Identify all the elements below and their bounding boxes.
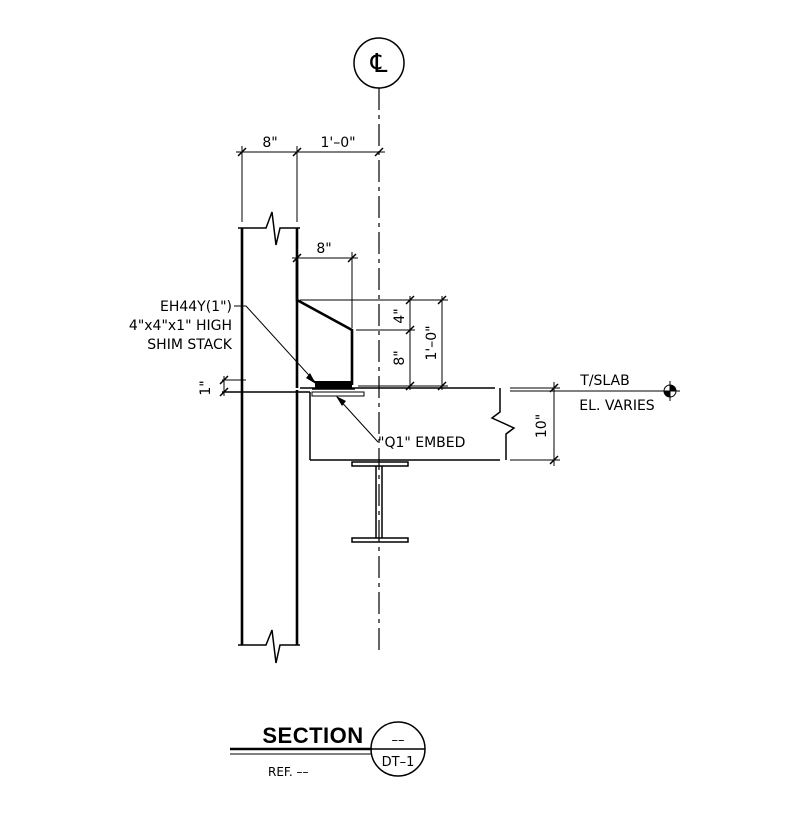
slab-depth-tick-bottom: [549, 455, 559, 465]
centerline-symbol: ℄: [370, 49, 388, 79]
shim-note-line1: EH44Y(1"): [160, 299, 232, 315]
embed-note-leader: [336, 396, 379, 443]
shim-note-line3: SHIM STACK: [147, 337, 233, 353]
elevation-marker-fill-a: [670, 385, 676, 391]
top-dim-8in: 8": [262, 135, 277, 151]
corbel-dim-1ft: 1'–0": [424, 325, 440, 360]
tslab-label: T/SLAB: [579, 373, 629, 389]
shim-note-line2: 4"x4"x1" HIGH: [129, 318, 232, 334]
corbel-tick-d: [437, 295, 447, 305]
top-dim-tick-left: [237, 147, 247, 157]
section-bubble-bottom: DT–1: [382, 755, 415, 770]
corbel-dim-8in: 8": [392, 350, 408, 365]
corbel-width-tick-left: [292, 253, 302, 263]
corbel-tick-a: [405, 295, 415, 305]
corbel-width-label: 8": [316, 241, 331, 257]
shim-stack: [312, 381, 355, 390]
shim-dim-1in: 1": [198, 380, 214, 395]
corbel-tick-e: [437, 381, 447, 391]
corbel-width-dimension: 8": [292, 241, 358, 328]
steel-beam: [351, 461, 409, 543]
section-bubble-top: ––: [392, 733, 405, 748]
shim-note-arrowhead: [306, 373, 316, 384]
corbel-dim-4in: 4": [392, 308, 408, 323]
shim-plate: [315, 381, 352, 388]
section-ref: REF. ––: [268, 765, 309, 779]
shim-dim-tick-bottom: [219, 387, 229, 397]
slab: [222, 387, 516, 461]
corbel-vertical-dimensions: 4" 8" 1'–0": [300, 295, 448, 391]
top-dim-1ft: 1'–0": [320, 135, 355, 151]
section-title: SECTION: [262, 723, 363, 748]
q1-embed-plate: [311, 391, 365, 397]
wall: [238, 211, 300, 664]
corbel-tick-c: [405, 381, 415, 391]
top-dim-tick-mid: [292, 147, 302, 157]
corbel-width-tick-right: [347, 253, 357, 263]
embed-note-text: "Q1" EMBED: [378, 435, 465, 451]
shim-note: EH44Y(1") 4"x4"x1" HIGH SHIM STACK: [129, 299, 317, 384]
top-dim-tick-right: [374, 147, 384, 157]
beam-bottom-flange: [351, 537, 409, 543]
slab-depth-dimension: 10": [510, 382, 560, 466]
slab-break-symbol: [490, 388, 516, 460]
top-dimension: 8" 1'–0": [236, 135, 385, 222]
beam-top-flange: [351, 461, 409, 467]
centerline-group: ℄: [353, 37, 405, 655]
elevation-marker-fill-b: [664, 391, 670, 397]
slab-depth-10in: 10": [534, 414, 550, 438]
wall-bottom-break-symbol: [238, 629, 300, 664]
embed-note-arrowhead: [336, 396, 346, 406]
slab-elevation-callout: T/SLAB EL. VARIES: [510, 373, 680, 414]
shim-dim-tick-top: [219, 375, 229, 385]
section-title-block: SECTION REF. –– –– DT–1: [230, 721, 426, 779]
shim-height-dimension: 1": [198, 375, 246, 397]
shim-note-leader: [234, 305, 317, 384]
corbel-tick-b: [405, 325, 415, 335]
el-varies-label: EL. VARIES: [579, 398, 655, 414]
embed-note: "Q1" EMBED: [336, 396, 465, 451]
wall-top-break-symbol: [238, 211, 300, 246]
corbel-profile: [295, 260, 354, 385]
